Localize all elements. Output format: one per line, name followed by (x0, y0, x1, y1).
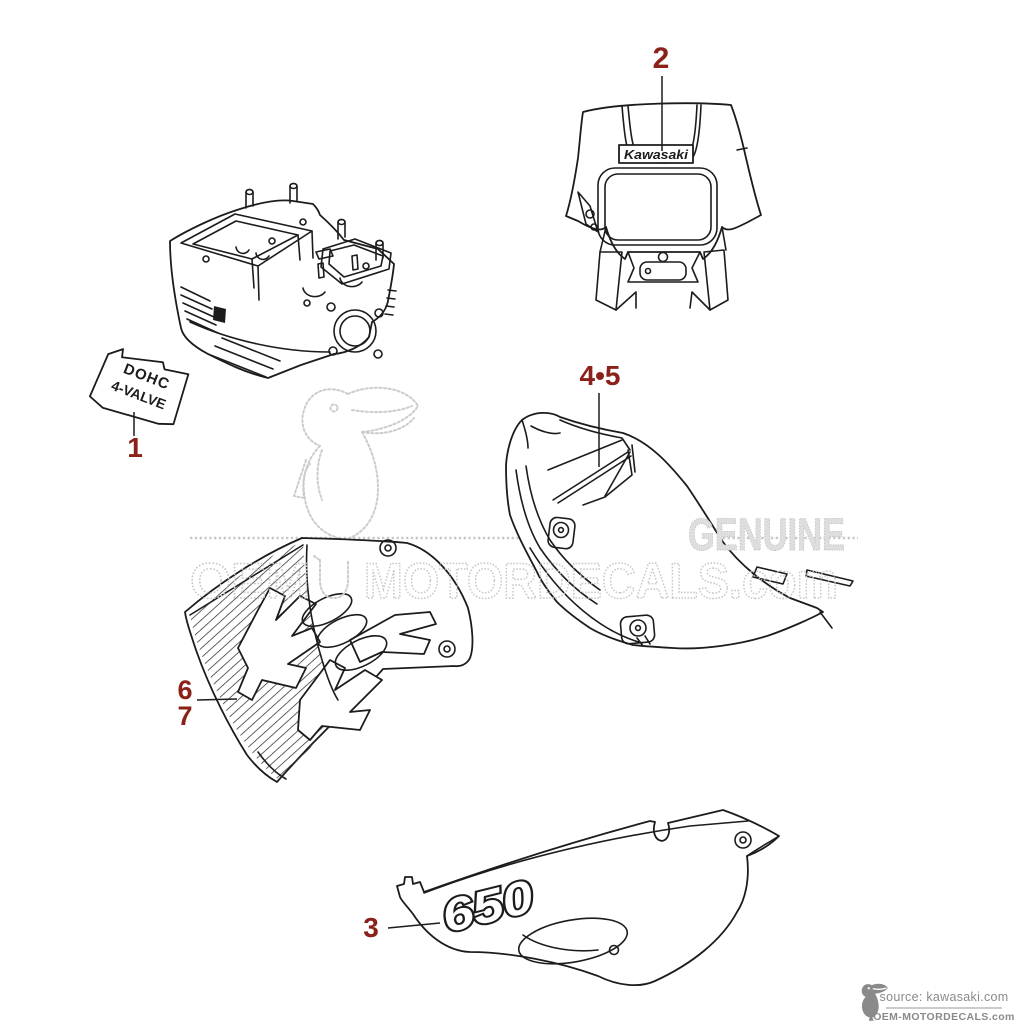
stud-bolts (245, 182, 384, 261)
dohc-decal: DOHC 4-VALVE 1 (88, 348, 190, 463)
cooling-fins (180, 286, 397, 378)
side-cover-drawing: 650 3 (363, 809, 780, 987)
callout-6: 6 (177, 675, 192, 705)
shroud-graphic-shapes (237, 587, 437, 741)
footer-source-text: source: kawasaki.com (880, 990, 1009, 1004)
shroud-details (189, 539, 456, 780)
callout-1: 1 (127, 432, 143, 463)
callout-4-5: 4•5 (580, 360, 621, 391)
watermark-genuine-text: GENUINE (688, 509, 845, 560)
watermark-oem-text: OEM (190, 553, 310, 609)
toucan-watermark-icon (292, 386, 420, 553)
callout-7: 7 (177, 701, 192, 731)
side-cover-details (423, 820, 780, 965)
valve-chambers (180, 213, 392, 301)
watermark-over-layer: OEM MOTORDECALS.com GENUINE (189, 509, 845, 610)
head-details (202, 218, 370, 323)
cylinder-head-drawing (169, 182, 397, 379)
callout-6-7-leader (196, 698, 238, 701)
radiator-shroud-drawing: 6 7 (177, 537, 474, 783)
footer-attribution: source: kawasaki.com OEM-MOTORDECALS.com (861, 983, 1015, 1023)
tail-cowl-drawing: 4•5 (505, 360, 854, 650)
headlight-cowl-drawing: Kawasaki 2 (565, 42, 762, 311)
tail-cowl-details (515, 419, 854, 647)
cowl-details (577, 147, 748, 311)
kawasaki-logo-text: Kawasaki (624, 147, 688, 162)
callout-3-leader (387, 922, 441, 929)
callout-2: 2 (653, 42, 670, 75)
watermark-motordecals-text: MOTORDECALS.com (364, 553, 838, 609)
footer-toucan-icon (861, 983, 888, 1021)
exhaust-port (326, 302, 384, 359)
footer-site-text: OEM-MOTORDECALS.com (873, 1011, 1015, 1023)
watermark-bird-glyph-icon (313, 555, 349, 600)
kawasaki-logo-decal: Kawasaki (618, 144, 694, 164)
callout-3: 3 (363, 912, 379, 943)
tail-cowl-latches (547, 516, 656, 645)
headlight-opening (597, 167, 718, 246)
